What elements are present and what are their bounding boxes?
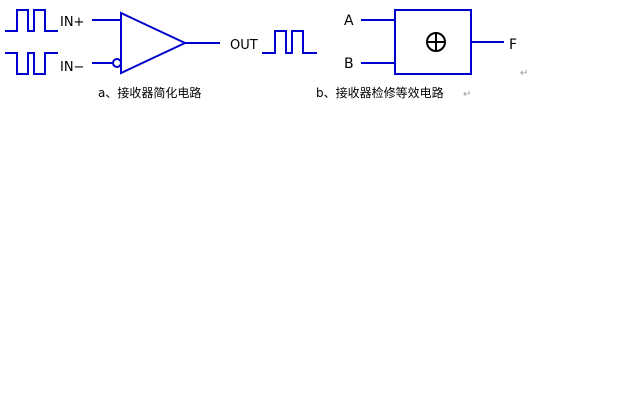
in-minus-waveform — [5, 52, 58, 75]
figure-a: IN+ IN− OUT a、接收器简化电路 — [5, 9, 317, 100]
input-a-label: A — [344, 13, 354, 29]
output-f-label: F — [509, 37, 517, 53]
paragraph-return-mark-2: ↵ — [463, 89, 471, 100]
figure-b: A B F ↵ b、接收器检修等效电路 ↵ — [316, 9, 528, 100]
input-b-label: B — [344, 56, 354, 72]
inversion-bubble — [112, 58, 122, 68]
in-minus-label: IN− — [60, 60, 84, 75]
in-plus-waveform — [5, 9, 58, 32]
amplifier-triangle — [120, 11, 188, 75]
caption-b: b、接收器检修等效电路 — [316, 85, 444, 100]
paragraph-return-mark-1: ↵ — [520, 68, 528, 79]
caption-a: a、接收器简化电路 — [98, 85, 201, 100]
out-label: OUT — [230, 38, 258, 53]
xor-symbol-icon — [426, 32, 446, 52]
out-waveform — [262, 30, 317, 54]
in-plus-label: IN+ — [60, 15, 84, 30]
